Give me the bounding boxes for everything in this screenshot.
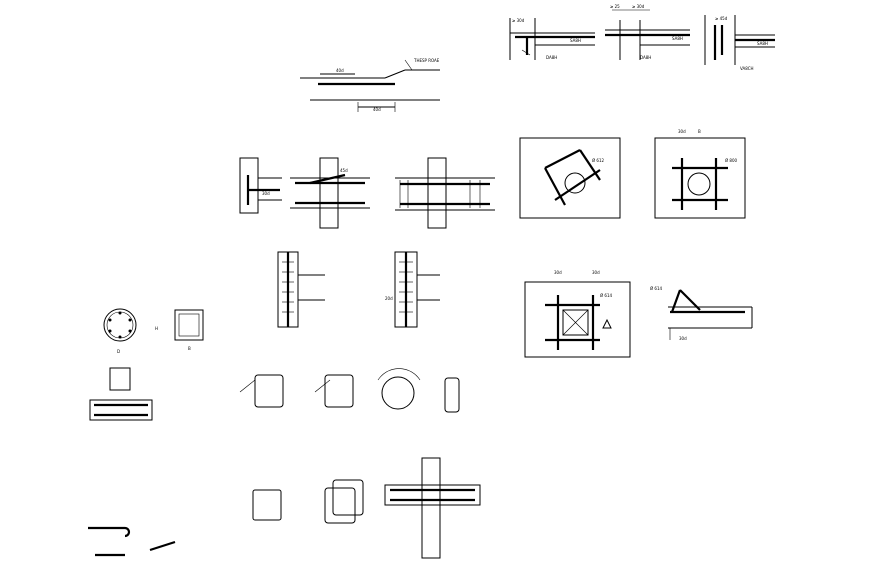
anchorage-detail-1: ≥ 30d SA8H DA8H [509,18,595,60]
opening-label: Ø 614 [650,286,663,291]
column-elevations: 20d [277,251,440,328]
dim-label: 40d [373,107,381,112]
dim-label: 45d [340,168,348,173]
dim-label: B [188,346,191,351]
opening-label: Ø 612 [592,158,605,163]
dim-label: 30d [678,129,686,134]
slab-opening-1: Ø 612 [519,137,621,219]
slab-opening-3: 30d 30d Ø 614 [524,270,631,358]
dim-label: 30d [262,191,270,196]
cranked-bar-detail: 40d 40d THESP ROAE [300,58,440,112]
dim-label: B [698,129,701,134]
dim-label: ≥ 30d [512,18,525,23]
beam-label: SA8H [672,36,683,41]
slab-label: DA8H [546,55,557,60]
dim-label: D [117,349,120,354]
slab-opening-2: 30d B Ø 800 [654,129,746,219]
dim-label: 30d [592,270,600,275]
anchorage-detail-3: ≥ 45d SA8H VA8CH [704,15,775,71]
dim-label: 30d [679,336,687,341]
beam-column-joints: 30d 45d [239,157,495,229]
stirrup-shapes [239,368,460,413]
dim-label: ≥ 45d [715,16,728,21]
opening-label: Ø 614 [600,293,613,298]
dim-label: 30d [554,270,562,275]
cantilever-detail: Ø 614 30d [650,286,753,341]
dim-label: ≥ 30d [632,4,645,9]
beam-label: SA8H [570,38,581,43]
slab-label: VA8CH [740,66,754,71]
beam-label: SA8H [757,41,768,46]
note-label: THESP ROAE [413,58,440,63]
opening-label: Ø 800 [725,158,738,163]
dim-label: ≥ 25 [610,4,620,9]
bottom-details [88,457,481,559]
dim-label: H [155,326,158,331]
dim-label: 20d [385,296,393,301]
anchorage-detail-2: ≥ 25 ≥ 30d SA8H DA8H [605,4,690,60]
dim-label: 40d [336,68,344,73]
slab-label: DA8H [640,55,651,60]
column-sections: D B H [89,308,204,421]
